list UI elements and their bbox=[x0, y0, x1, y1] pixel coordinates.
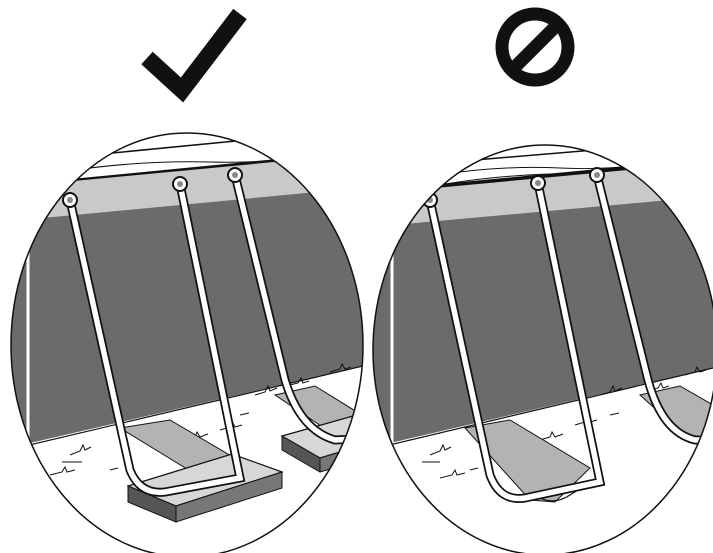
panel-frame bbox=[10, 132, 364, 553]
incorrect-panel bbox=[372, 144, 713, 553]
prohibited-icon bbox=[495, 7, 575, 87]
panel-frame bbox=[372, 144, 713, 553]
pool-wall bbox=[373, 196, 713, 450]
correct-panel bbox=[10, 132, 364, 553]
grommets bbox=[62, 167, 243, 208]
u-legs bbox=[425, 173, 713, 504]
grass-marks bbox=[422, 365, 707, 479]
u-legs bbox=[65, 173, 363, 497]
checkmark-icon bbox=[141, 8, 247, 103]
